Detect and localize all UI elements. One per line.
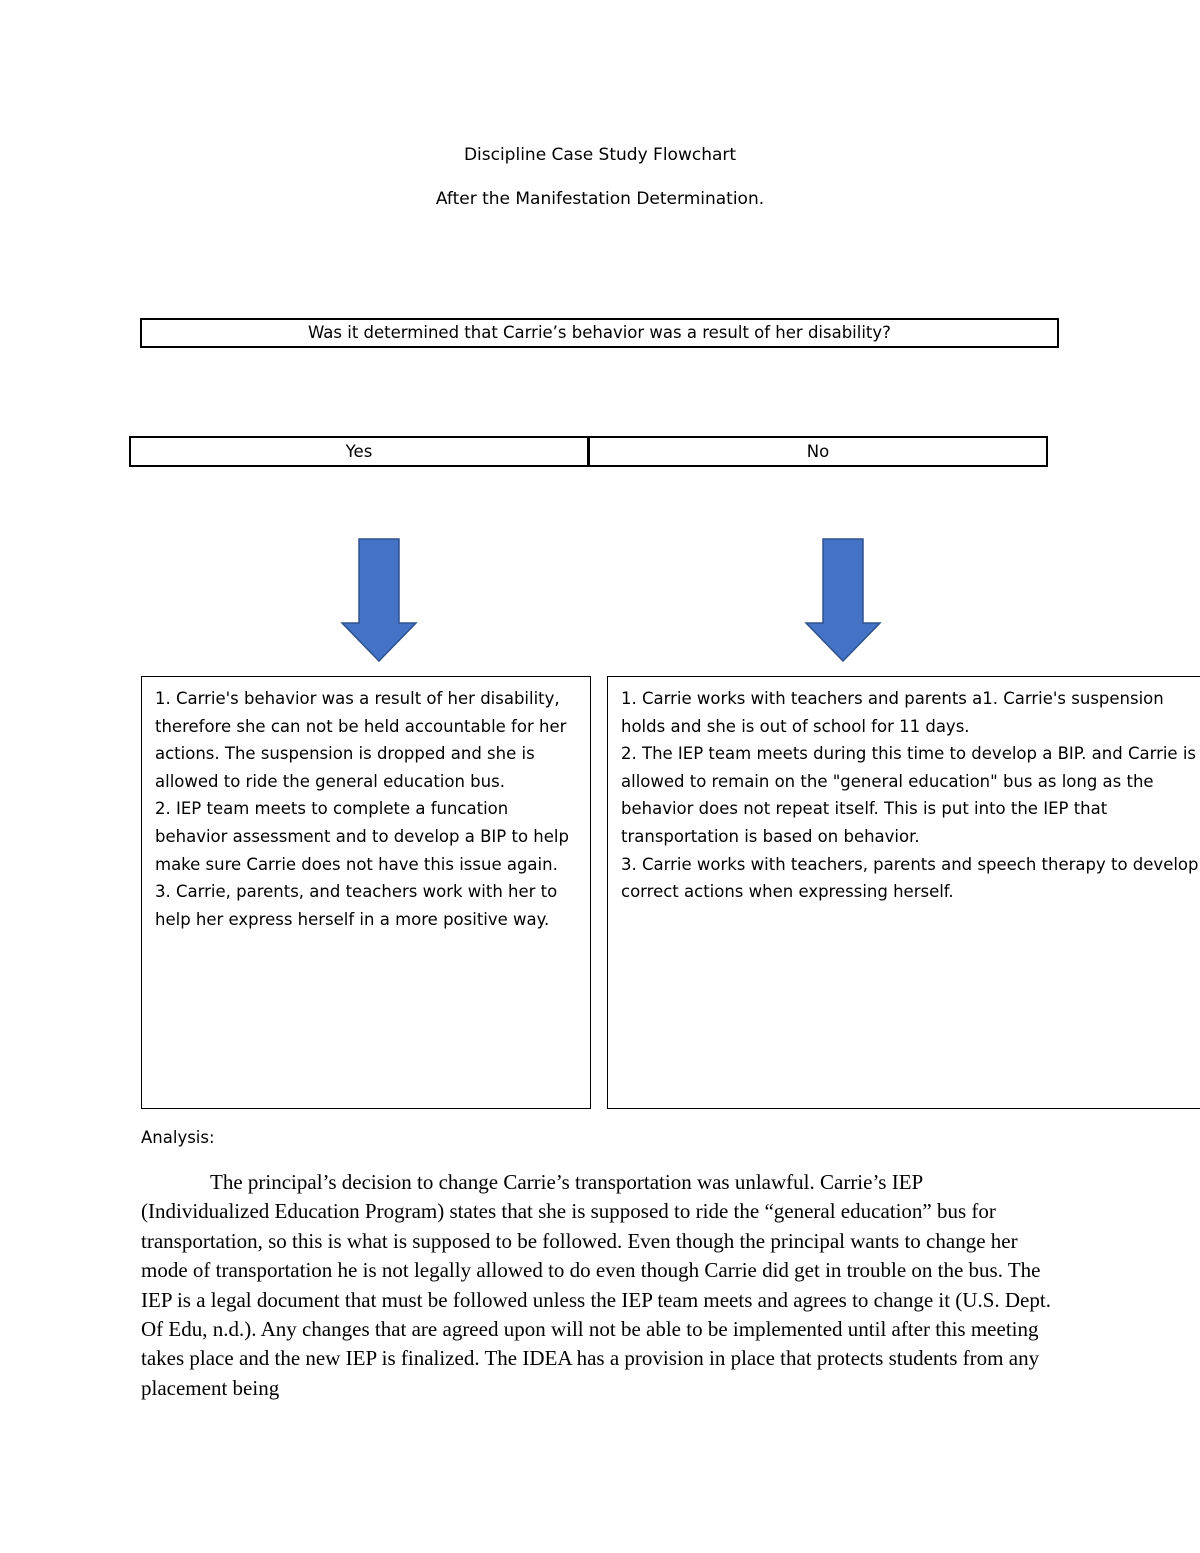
yes-outcome-step: 3. Carrie, parents, and teachers work wi… [155, 882, 558, 929]
no-outcome-step: 2. The IEP team meets during this time t… [621, 744, 1197, 846]
yes-branch-box: Yes [129, 436, 589, 467]
yes-outcome-step: 1. Carrie's behavior was a result of her… [155, 689, 567, 791]
down-arrow-shape [804, 538, 882, 663]
no-outcome-step: 1. Carrie works with teachers and parent… [621, 689, 1164, 736]
down-arrow-icon [804, 538, 882, 663]
yes-outcome-step: 2. IEP team meets to complete a funcatio… [155, 799, 569, 874]
down-arrow-shape [340, 538, 418, 663]
page-title: Discipline Case Study Flowchart [463, 145, 737, 165]
decision-question-box: Was it determined that Carrie’s behavior… [140, 318, 1059, 348]
no-branch-box: No [588, 436, 1048, 467]
analysis-heading: Analysis: [141, 1128, 215, 1147]
no-outcome-box: 1. Carrie works with teachers and parent… [607, 676, 1200, 1109]
yes-outcome-box: 1. Carrie's behavior was a result of her… [141, 676, 591, 1109]
analysis-paragraph: The principal’s decision to change Carri… [141, 1170, 1051, 1400]
page-subtitle: After the Manifestation Determination. [435, 189, 765, 209]
down-arrow-icon [340, 538, 418, 663]
no-outcome-step: 3. Carrie works with teachers, parents a… [621, 854, 1199, 902]
